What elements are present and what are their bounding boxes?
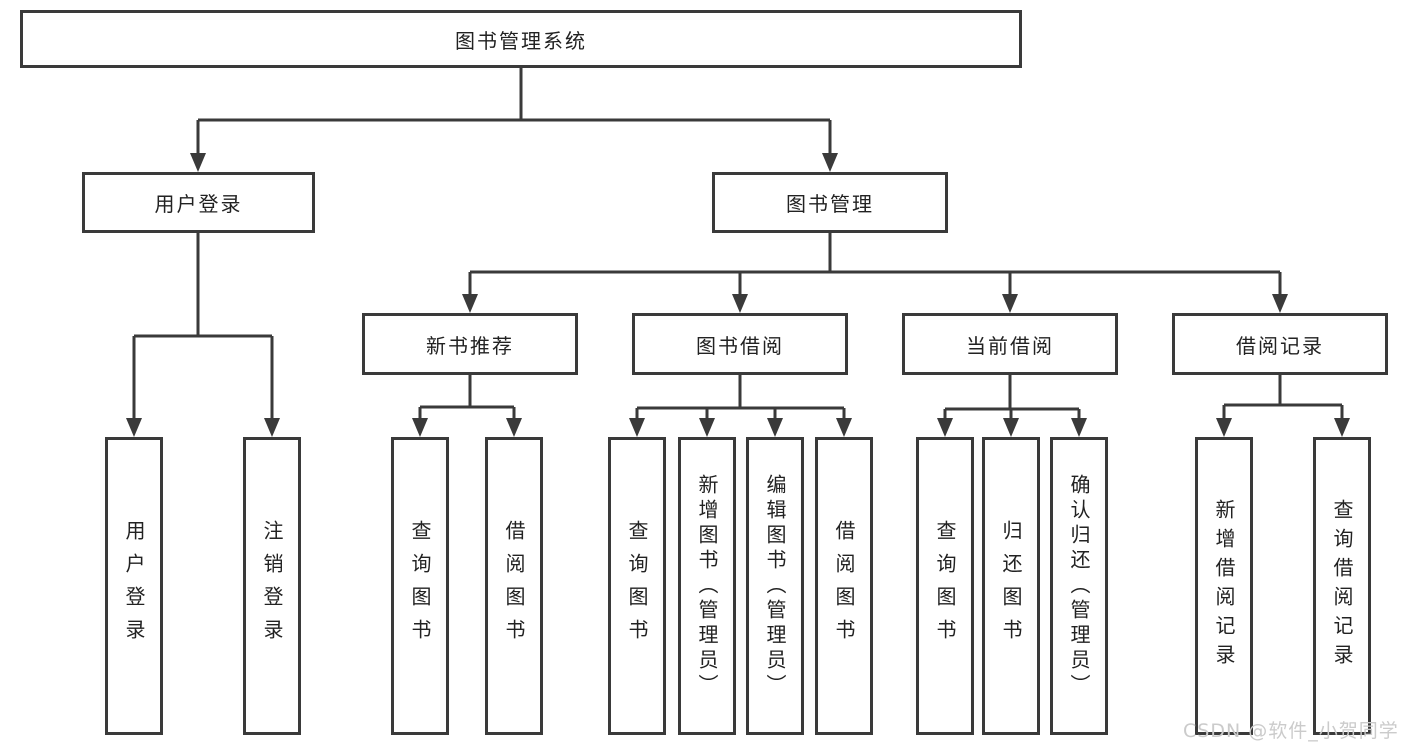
connector-new-book-children <box>412 375 522 437</box>
arrowhead-icon <box>412 418 428 437</box>
leaf-current-query-book: 查询图书 <box>916 437 974 735</box>
arrowhead-icon <box>190 153 206 172</box>
node-new-book-recommend: 新书推荐 <box>362 313 578 375</box>
arrowhead-icon <box>264 418 280 437</box>
arrowhead-icon <box>767 418 783 437</box>
arrowhead-icon <box>126 418 142 437</box>
connector-book-management-children <box>462 233 1288 313</box>
leaf-current-return-book: 归还图书 <box>982 437 1040 735</box>
arrowhead-icon <box>732 294 748 313</box>
leaf-user-login: 用户登录 <box>105 437 163 735</box>
arrowhead-icon <box>1216 418 1232 437</box>
arrowhead-icon <box>836 418 852 437</box>
node-current-borrow: 当前借阅 <box>902 313 1118 375</box>
csdn-watermark: CSDN @软件_小贺同学 <box>1183 720 1399 742</box>
arrowhead-icon <box>1003 418 1019 437</box>
arrowhead-icon <box>822 153 838 172</box>
leaf-record-query-record: 查询借阅记录 <box>1313 437 1371 735</box>
leaf-newbook-query-book: 查询图书 <box>391 437 449 735</box>
arrowhead-icon <box>629 418 645 437</box>
leaf-borrow-query-book: 查询图书 <box>608 437 666 735</box>
leaf-record-add-record: 新增借阅记录 <box>1195 437 1253 735</box>
arrowhead-icon <box>1334 418 1350 437</box>
leaf-borrow-borrow-book: 借阅图书 <box>815 437 873 735</box>
arrowhead-icon <box>1002 294 1018 313</box>
connector-borrow-record-children <box>1216 375 1350 437</box>
arrowhead-icon <box>699 418 715 437</box>
arrowhead-icon <box>506 418 522 437</box>
leaf-borrow-edit-book-admin: 编辑图书（管理员） <box>746 437 804 735</box>
connector-current-borrow-children <box>937 375 1087 437</box>
connector-book-borrow-children <box>629 375 852 437</box>
node-borrow-record: 借阅记录 <box>1172 313 1388 375</box>
leaf-current-confirm-return-admin: 确认归还（管理员） <box>1050 437 1108 735</box>
node-user-login: 用户登录 <box>82 172 315 233</box>
node-book-borrow: 图书借阅 <box>632 313 848 375</box>
leaf-borrow-add-book-admin: 新增图书（管理员） <box>678 437 736 735</box>
connector-root-to-level2 <box>190 68 838 172</box>
arrowhead-icon <box>462 294 478 313</box>
connector-user-login-children <box>126 233 280 437</box>
node-root-system: 图书管理系统 <box>20 10 1022 68</box>
node-book-management: 图书管理 <box>712 172 948 233</box>
arrowhead-icon <box>1071 418 1087 437</box>
arrowhead-icon <box>1272 294 1288 313</box>
leaf-newbook-borrow-book: 借阅图书 <box>485 437 543 735</box>
arrowhead-icon <box>937 418 953 437</box>
leaf-logout: 注销登录 <box>243 437 301 735</box>
